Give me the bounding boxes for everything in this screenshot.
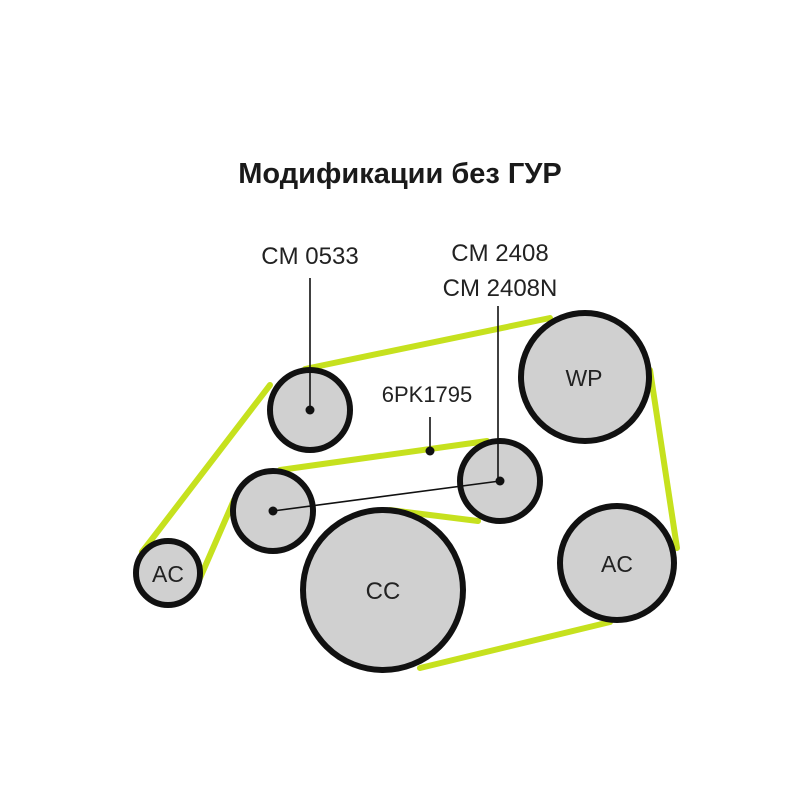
belt-segment bbox=[197, 497, 237, 581]
ac-left-label: AC bbox=[152, 561, 184, 587]
ac-right-label: AC bbox=[601, 551, 633, 577]
belt-segment bbox=[647, 367, 680, 551]
ac-pulley-left bbox=[133, 538, 203, 608]
callout-idler-label: CM 0533 bbox=[261, 243, 358, 270]
callout-tensioner-label-2: CM 2408N bbox=[443, 275, 558, 302]
water-pump-pulley bbox=[518, 310, 652, 444]
belt-segment bbox=[417, 619, 613, 671]
diagram-title: Модификации без ГУР bbox=[238, 158, 562, 190]
tensioner-arm-line bbox=[272, 480, 501, 512]
idler-center-dot bbox=[305, 405, 315, 415]
belt-segment bbox=[302, 315, 553, 372]
cc-label: CC bbox=[366, 578, 401, 605]
wp-label: WP bbox=[565, 365, 602, 391]
ac-pulley-right bbox=[557, 503, 677, 623]
belt-segment bbox=[139, 382, 273, 555]
belt bbox=[139, 315, 680, 671]
belt-label: 6PK1795 bbox=[382, 382, 473, 407]
belt-marker-dot bbox=[425, 446, 435, 456]
idler-left-center-dot bbox=[268, 506, 278, 516]
belt-segment bbox=[277, 438, 490, 473]
tensioner-center-dot bbox=[495, 476, 505, 486]
crankshaft-pulley bbox=[300, 507, 466, 673]
callout-tensioner-label-1: CM 2408 bbox=[451, 240, 548, 267]
